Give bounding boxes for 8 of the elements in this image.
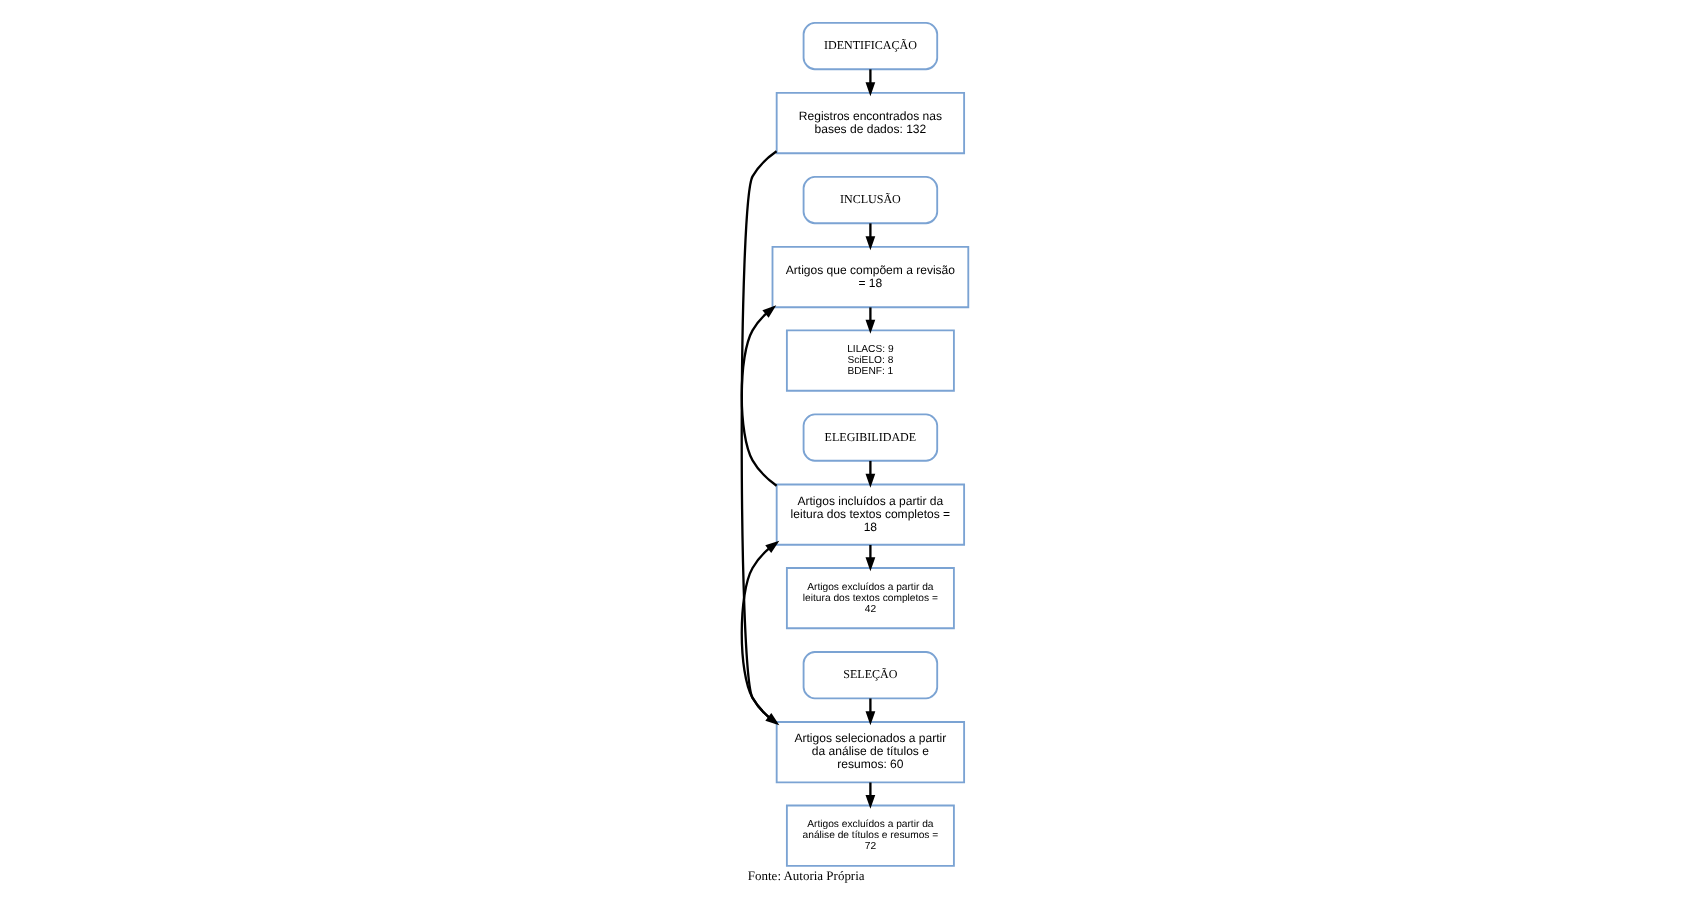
arrow bbox=[739, 305, 777, 487]
arrow bbox=[864, 223, 875, 251]
arrow bbox=[864, 544, 875, 572]
arrow bbox=[864, 307, 875, 334]
arrow bbox=[864, 69, 875, 97]
arrow bbox=[864, 460, 875, 488]
arrow bbox=[864, 782, 875, 809]
arrow bbox=[864, 698, 875, 726]
